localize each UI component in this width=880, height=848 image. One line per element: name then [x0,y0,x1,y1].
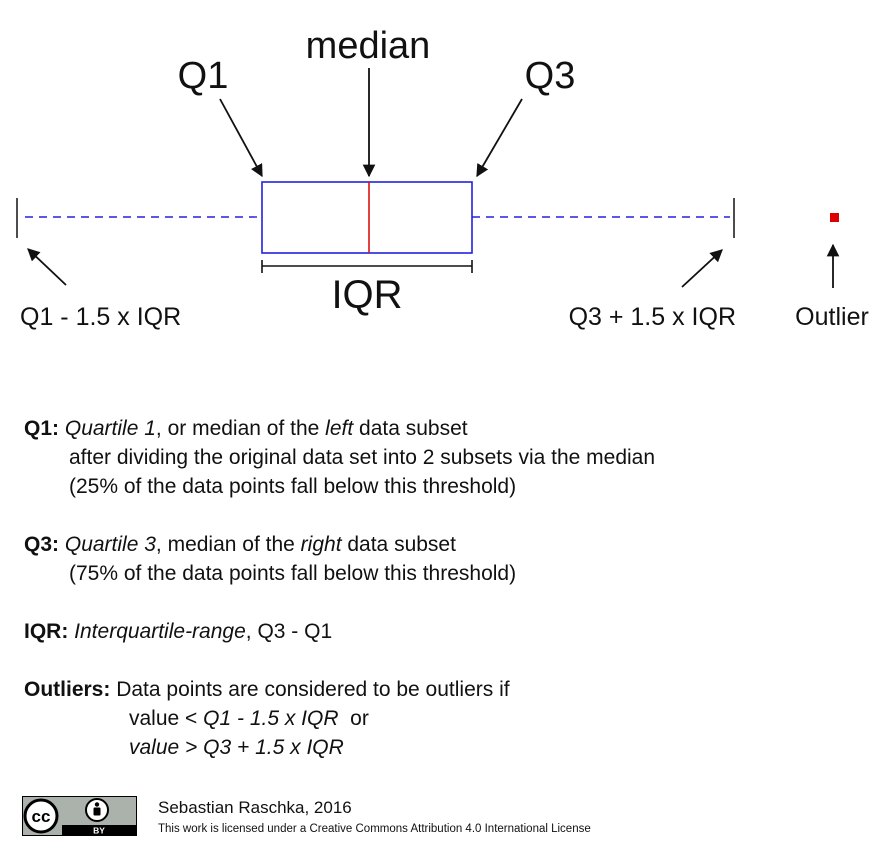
author-credit: Sebastian Raschka, 2016 [158,798,352,817]
outlier-label: Outlier [795,303,869,331]
cc-badge-text: cc [32,807,51,826]
q3-quartile-name: Quartile 3 [64,533,156,556]
outliers-term: Outliers: [24,678,111,701]
outliers-line-2-text: value < [129,707,204,730]
upper-whisker-arrow [681,249,723,288]
iqr-label: IQR [331,273,402,317]
q1-definition: Q1: Quartile 1, or median of the left da… [24,414,655,501]
upper-whisker-label: Q3 + 1.5 x IQR [569,303,736,331]
outliers-definition-line-3: value > Q3 + 1.5 x IQR [24,733,655,762]
iqr-text-1: , Q3 - Q1 [245,620,333,643]
q1-arrow [219,98,263,178]
q1-definition-line-2: after dividing the original data set int… [69,446,656,469]
by-badge-text: BY [93,825,105,835]
q3-label: Q3 [525,55,576,97]
outliers-text-1: Data points are considered to be outlier… [110,678,510,701]
iqr-definition: IQR: Interquartile-range, Q3 - Q1 [24,617,655,646]
outlier-point [830,213,839,222]
q3-text-2: data subset [341,533,456,556]
q1-label: Q1 [178,55,229,97]
q3-right-word: right [300,533,342,556]
q3-text-1: , median of the [155,533,301,556]
outliers-line-2-tail: or [338,707,369,730]
iqr-term: IQR: [24,620,69,643]
outliers-definition: Outliers: Data points are considered to … [24,675,655,762]
boxplot-diagram: median Q1 Q3 IQR Q1 - 1.5 x IQR Q3 + 1.5… [16,25,869,331]
outliers-line-2-formula: Q1 - 1.5 x IQR [203,707,339,730]
iqr-name: Interquartile-range [74,620,246,643]
q1-term: Q1: [24,417,60,440]
q3-definition-line-2: (75% of the data points fall below this … [69,562,517,585]
q1-quartile-name: Quartile 1 [64,417,156,440]
lower-whisker-arrow [27,248,67,286]
q1-text-2: data subset [353,417,468,440]
q3-definition-line-1: Q3: Quartile 3, median of the right data… [24,530,655,559]
lower-whisker-label: Q1 - 1.5 x IQR [20,303,181,331]
q1-definition-line-3: (25% of the data points fall below this … [69,475,517,498]
license-text: This work is licensed under a Creative C… [158,823,591,835]
outliers-definition-line-2: value < Q1 - 1.5 x IQR or [24,704,655,733]
q3-arrow [476,98,523,178]
q1-definition-line-1: Q1: Quartile 1, or median of the left da… [24,414,655,443]
iqr-box [261,181,473,254]
creative-commons-by-icon: cc BY [22,796,137,836]
outliers-line-3-formula: value > Q3 + 1.5 x IQR [129,736,344,759]
definitions: Q1: Quartile 1, or median of the left da… [24,414,655,762]
q3-definition: Q3: Quartile 3, median of the right data… [24,530,655,588]
outliers-definition-line-1: Outliers: Data points are considered to … [24,675,655,704]
median-label: median [306,25,431,67]
q1-text-1: , or median of the [155,417,326,440]
q3-term: Q3: [24,533,60,556]
q1-left-word: left [325,417,354,440]
